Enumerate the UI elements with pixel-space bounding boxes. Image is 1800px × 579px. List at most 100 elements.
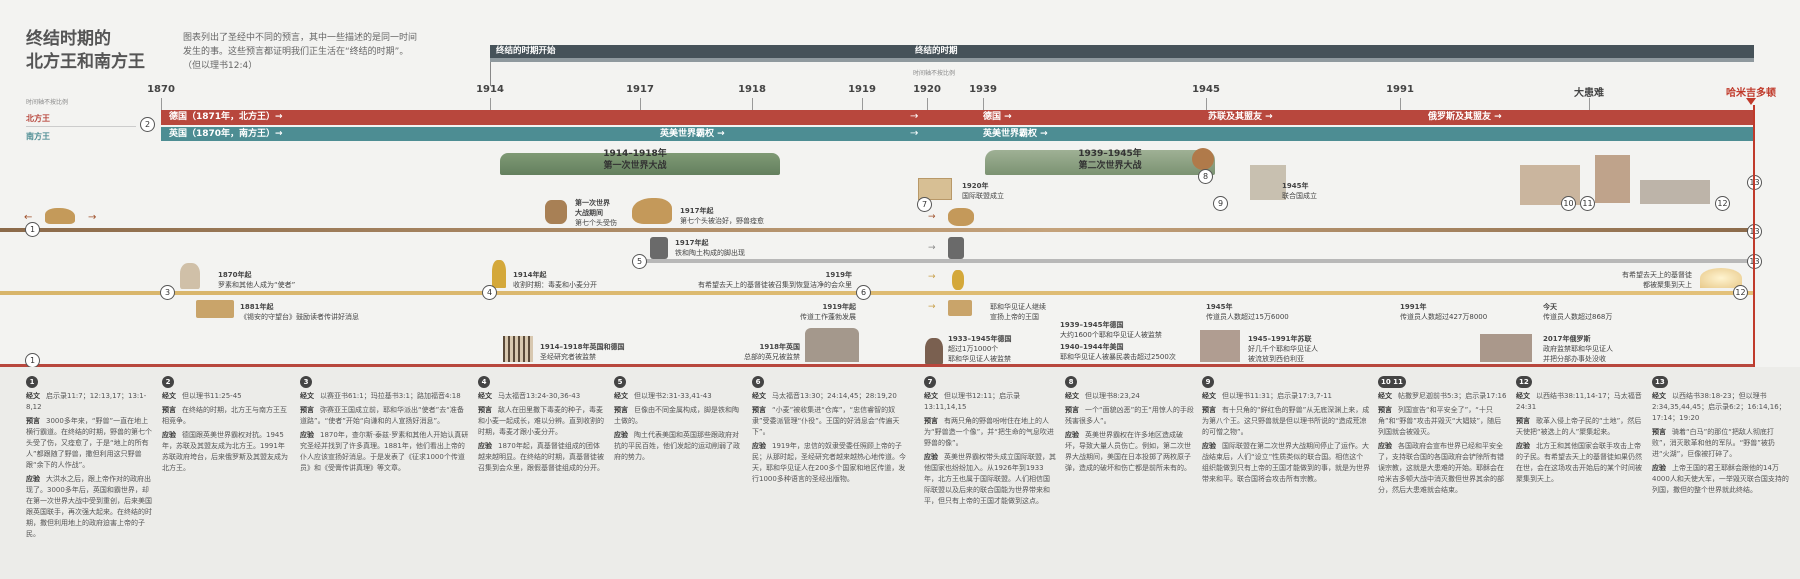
- event-line: 都被聚集到天上: [1643, 281, 1692, 289]
- league-building-icon: [918, 178, 952, 200]
- scripture-label: 经文: [300, 392, 314, 400]
- event-today-publishers: 今天 传道员人数超过868万: [1543, 302, 1612, 322]
- event-title: 1920年: [962, 182, 989, 190]
- fulfillment-label: 应验: [300, 431, 314, 439]
- event-title: 1917年起: [680, 207, 714, 215]
- event-desc: 总部的英兄被监禁: [744, 353, 800, 361]
- marker-1: 1: [25, 222, 40, 237]
- event-line: 第一次世界: [575, 199, 610, 207]
- prophecy-row: 预言有十只角的“鲜红色的野兽”从无底深渊上来，成为第八个王。这只野兽就是但以理书…: [1202, 405, 1370, 438]
- event-title: 1919年起: [822, 303, 856, 311]
- fulfillment-row: 应验各国政府会宣布世界已经和平安全了，支持联合国的各国政府会铲除所有错误宗教，这…: [1378, 441, 1508, 496]
- banner-end-start: 终结的时期开始: [490, 45, 914, 58]
- event-1918-prison: 1918年英国 总部的英兄被监禁: [722, 342, 800, 362]
- event-line: 有希望去天上的基督徒: [1622, 271, 1692, 279]
- event-beast-healed: 1917年起 第七个头被治好，野兽痊愈: [680, 206, 764, 226]
- column-number: 13: [1652, 376, 1668, 388]
- scripture-row: 经文启示录11:7；12:13,17；13:1-8,12: [26, 391, 152, 413]
- right-arrow-icon: →: [88, 212, 97, 223]
- prophecy-label: 预言: [300, 406, 314, 414]
- prophecy-label: 预言: [478, 406, 492, 414]
- armageddon-marker: [1746, 98, 1756, 105]
- beast-lion-icon: [45, 208, 75, 224]
- scripture-ref: 但以理书12:11；启示录13:11,14,15: [924, 392, 1021, 411]
- column-number: 1: [26, 376, 38, 388]
- prophecy-label: 预言: [162, 406, 176, 414]
- book-icon: [948, 300, 972, 316]
- banner-end-times: 终结的时期: [909, 45, 1754, 58]
- prophecy-label: 预言: [1378, 406, 1392, 414]
- tick: [490, 98, 491, 110]
- event-harvest: 1914年起 收割时期：毒麦和小麦分开: [513, 270, 597, 290]
- event-title: 1991年: [1400, 303, 1427, 311]
- event-ww1-prison: 1914–1918年英国和德国 圣经研究者被监禁: [540, 342, 624, 362]
- event-desc: 并把分部办事处没收: [1543, 355, 1606, 363]
- scripture-label: 经文: [162, 392, 176, 400]
- event-line: 宣扬上帝的王国: [990, 313, 1039, 321]
- marker-11: 11: [1580, 196, 1595, 211]
- scripture-label: 经文: [1202, 392, 1216, 400]
- beast-icon: [948, 208, 974, 226]
- tick: [640, 98, 641, 110]
- fulfillment-row: 应验英美世界霸权在许多地区造成破坏，导致大量人员伤亡。例如，第二次世界大战期间，…: [1065, 430, 1195, 474]
- persecution-timeline: [0, 364, 1755, 367]
- year-1914: 1914: [476, 84, 504, 95]
- event-ussr-exile: 1945–1991年苏联 好几千个耶和华见证人 被流放到西伯利亚: [1248, 334, 1318, 364]
- event-title: 今天: [1543, 303, 1557, 311]
- prophecy-text: “小麦”被收集进“仓库”，“忠信睿智的奴隶”受委派管理“仆役”。王国的好消息会“…: [752, 406, 900, 436]
- fulfillment-text: 各国政府会宣布世界已经和平安全了，支持联合国的各国政府会铲除所有错误宗教，这就是…: [1378, 442, 1504, 494]
- marker-8: 8: [1198, 169, 1213, 184]
- event-line: 耶和华见证人继续: [990, 303, 1046, 311]
- marker-5: 5: [632, 254, 647, 269]
- event-title: 1914–1918年英国和德国: [540, 343, 625, 351]
- event-desc: 政府监禁耶和华见证人: [1543, 345, 1613, 353]
- year-1919: 1919: [848, 84, 876, 95]
- prophecy-text: 有两只角的野兽吩咐住在地上的人为“野兽造一个像”，并“把生命的气息吹进野兽的像”…: [924, 417, 1054, 447]
- year-1917: 1917: [626, 84, 654, 95]
- south-king-label: 南方王: [26, 132, 50, 141]
- north-king-label: 北方王: [26, 114, 50, 123]
- year-1918: 1918: [738, 84, 766, 95]
- event-desc: 第七个头被治好，野兽痊愈: [680, 217, 764, 225]
- south-band-anglo-american-2: 英美世界霸权 →: [983, 129, 1048, 139]
- scripture-row: 经文以西结书38:18-23；但以理书2:34,35,44,45；启示录6:2；…: [1652, 391, 1790, 424]
- wheat-icon: [492, 260, 506, 288]
- fulfillment-label: 应验: [924, 453, 938, 461]
- prophecy-label: 预言: [752, 406, 766, 414]
- title-line-1: 终结时期的: [26, 29, 111, 49]
- arrow-icon: →: [910, 111, 919, 122]
- event-desc: 《锡安的守望台》鼓励读者传讲好消息: [240, 313, 359, 321]
- year-1945: 1945: [1192, 84, 1220, 95]
- iron-clay-feet-icon: [650, 237, 668, 259]
- russia-group-photo: [1480, 334, 1532, 362]
- ww2-name: 第二次世界大战: [1078, 161, 1142, 171]
- right-arrow-icon: →: [928, 243, 936, 253]
- column-number: 5: [614, 376, 626, 388]
- prophecy-text: 3000多年来，“野兽”一直在地上横行霸道。在终结的时期，野兽的第七个头受了伤，…: [26, 417, 152, 469]
- south-king-band: [161, 127, 1755, 141]
- beast-timeline: [0, 228, 1755, 232]
- event-germany-1939: 1939–1945年德国 大约1600个耶和华见证人被监禁: [1060, 320, 1162, 340]
- fulfillment-row: 应验英美世界霸权带头成立国际联盟，其他国家也纷纷加入。从1926年到1933年，…: [924, 452, 1056, 507]
- scripture-row: 经文帖撒罗尼迦前书5:3；启示录17:16: [1378, 391, 1508, 402]
- event-desc: 超过1万1000个: [948, 345, 999, 353]
- event-desc: 罗素和其他人成为“使者”: [218, 281, 296, 289]
- ww1-years: 1914–1918年: [603, 149, 667, 159]
- scripture-row: 经文马太福音13:24-30,36-43: [478, 391, 606, 402]
- scripture-ref: 但以理书2:31-33,41-43: [634, 392, 712, 400]
- event-league: 1920年 国际联盟成立: [962, 181, 1004, 201]
- prisoner-figure: [925, 338, 943, 364]
- scripture-label: 经文: [1652, 392, 1666, 400]
- prophecy-label: 预言: [1065, 406, 1079, 414]
- event-desc: 收割时期：毒麦和小麦分开: [513, 281, 597, 289]
- marker-12: 12: [1733, 285, 1748, 300]
- event-title: 1881年起: [240, 303, 274, 311]
- un-building-icon: [1250, 165, 1286, 200]
- year-armageddon: 哈米吉多顿: [1726, 88, 1776, 99]
